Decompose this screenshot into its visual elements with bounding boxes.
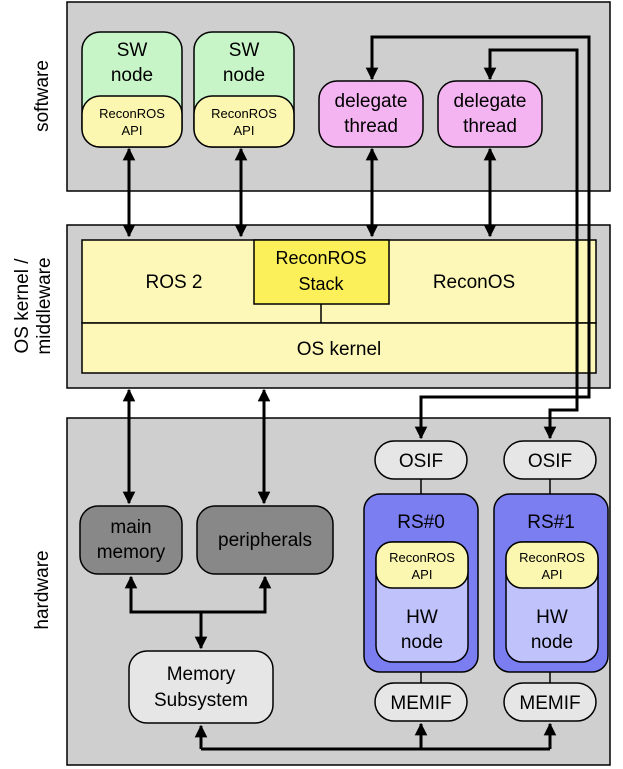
memif-1: MEMIF [374,682,468,722]
sw-node-1-api-label-2: API [122,123,143,138]
sw-node-2-api-label-1: ReconROS [211,106,277,121]
sw-node-1-api-label-1: ReconROS [99,106,165,121]
memif-2: MEMIF [503,682,597,722]
main-memory-label-1: main [110,517,151,538]
rs0-api [375,541,469,589]
sw-node-2-api-label-2: API [234,123,255,138]
delegate-thread-1: delegate thread [318,80,424,148]
osif-1-label: OSIF [399,451,443,472]
sw-node-1-label-2: node [111,65,153,86]
software-layer-label: software [32,60,53,132]
rs1-api-label-1: ReconROS [519,550,585,565]
delegate-thread-1-label-1: delegate [335,91,408,112]
rs0-api-label-2: API [412,567,433,582]
delegate-thread-2: delegate thread [437,80,543,148]
memory-subsystem-label-2: Subsystem [154,690,248,711]
middleware-layer-label-2: middleware [34,257,55,354]
os-kernel-label: OS kernel [297,339,381,360]
rs0-hw-label-2: node [401,632,443,653]
delegate-thread-2-label-2: thread [463,116,517,137]
memif-1-label: MEMIF [390,693,451,714]
middleware-stack: ROS 2 ReconROS Stack ReconOS OS kernel [81,239,597,374]
reconros-stack-label-1: ReconROS [275,248,366,268]
rs1-hw-label-1: HW [536,607,568,628]
rs1-api-label-2: API [542,567,563,582]
reconos-label: ReconOS [433,272,515,293]
sw-node-2: SW node ReconROS API [193,31,295,148]
delegate-thread-1-label-2: thread [344,116,398,137]
sw-node-2-label-2: node [223,65,265,86]
reconfigurable-slot-1: RS#1 ReconROS API HW node [493,493,609,673]
connectors [122,35,591,751]
memory-subsystem-label-1: Memory [167,664,236,685]
reconros-stack-label-2: Stack [298,274,344,294]
ros2-label: ROS 2 [145,272,202,293]
rs1-hw-label-2: node [531,632,573,653]
sw-node-1-api [81,95,183,148]
rs1-title: RS#1 [527,512,575,533]
reconfigurable-slot-0: RS#0 ReconROS API HW node [363,493,479,673]
hardware-layer-label: hardware [32,550,53,629]
sw-node-2-api [193,95,295,148]
rs0-hw-label-1: HW [406,607,438,628]
sw-node-2-label-1: SW [229,40,260,61]
rs0-api-label-1: ReconROS [389,550,455,565]
memory-subsystem: Memory Subsystem [128,650,274,724]
rs0-title: RS#0 [397,512,445,533]
peripherals: peripherals [196,505,334,575]
osif-1: OSIF [374,440,468,480]
arrow-delegate1-osif1 [365,35,591,440]
osif-2: OSIF [503,440,597,480]
main-memory: main memory [79,505,183,575]
peripherals-label: peripherals [218,530,312,551]
sw-node-1: SW node ReconROS API [81,31,183,148]
memif-2-label: MEMIF [519,693,580,714]
arrow-delegate2-osif2 [483,48,579,440]
rs1-api [505,541,599,589]
main-memory-label-2: memory [97,542,166,563]
delegate-thread-2-label-1: delegate [454,91,527,112]
middleware-layer-label-1: OS kernel / [12,258,33,354]
osif-2-label: OSIF [528,451,572,472]
sw-node-1-label-1: SW [117,40,148,61]
arrow-peripherals-junction [201,575,272,614]
arrow-main-memory-junction [124,575,201,614]
